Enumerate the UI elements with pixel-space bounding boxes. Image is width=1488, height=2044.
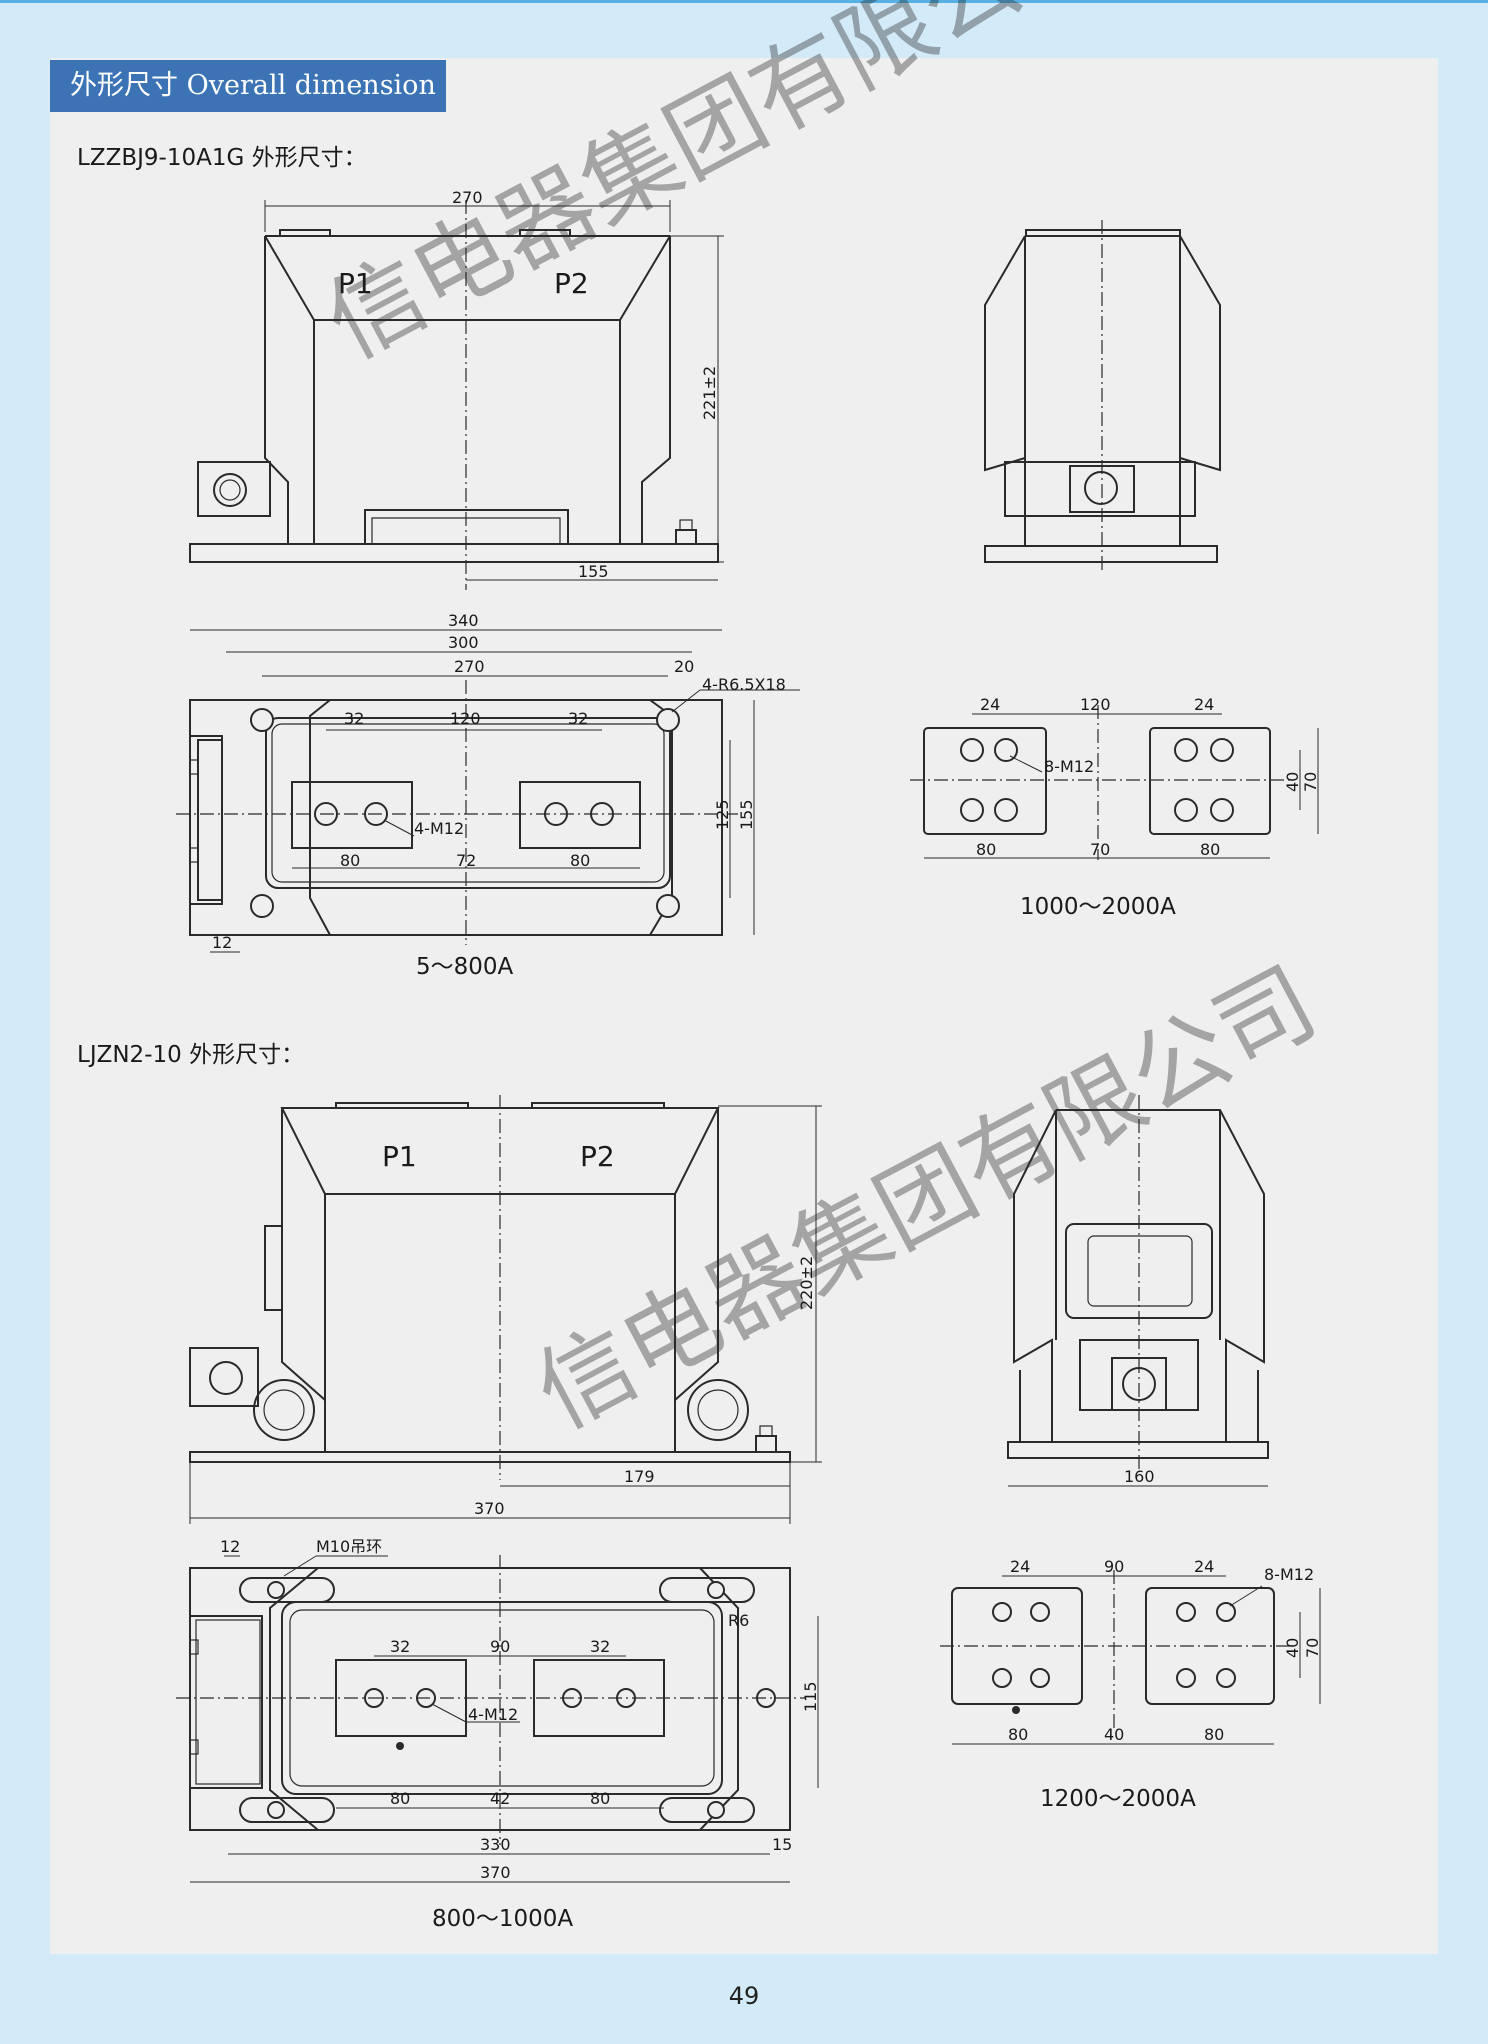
- dim-340: 340: [448, 611, 479, 630]
- dim-300: 300: [448, 633, 479, 652]
- dim-155: 155: [737, 799, 756, 830]
- alt-dim-40: 40: [1283, 1638, 1302, 1658]
- dim-125: 125: [713, 799, 732, 830]
- lzzbj9-side-view: [984, 220, 1221, 570]
- alt-dim-70b: 70: [1090, 840, 1110, 859]
- dim-32a: 32: [344, 709, 364, 728]
- svg-text:信电器集团有限公司: 信电器集团有限公司: [308, 0, 1123, 380]
- caption-1000-2000a: 1000～2000A: [1020, 894, 1176, 920]
- alt-dim-80a: 80: [976, 840, 996, 859]
- bolt-callout: 4-M12: [468, 1705, 518, 1724]
- section-header: 外形尺寸 Overall dimension: [50, 60, 446, 112]
- alt-dim-70: 70: [1303, 1638, 1322, 1658]
- dim-12: 12: [212, 933, 232, 952]
- dim-12: 12: [220, 1537, 240, 1556]
- caption-1200-2000a: 1200～2000A: [1040, 1786, 1196, 1812]
- terminal-p1-label: P1: [382, 1140, 417, 1173]
- terminal-p2-label: P2: [554, 267, 589, 300]
- dim-115: 115: [801, 1681, 820, 1712]
- dim-80b: 80: [570, 851, 590, 870]
- alt-dim-120: 120: [1080, 695, 1111, 714]
- r6-callout: R6: [728, 1611, 749, 1630]
- alt-dim-70: 70: [1301, 772, 1320, 792]
- ljzn2-alt-terminals: 24 90 24 8-M12 40 70 80 40 80 1200～2000A: [940, 1557, 1322, 1812]
- dim-80b: 80: [590, 1789, 610, 1808]
- dim-width: 270: [452, 188, 483, 207]
- dim-42: 42: [490, 1789, 510, 1808]
- dim-270: 270: [454, 657, 485, 676]
- dim-15: 15: [772, 1835, 792, 1854]
- terminal-p1-label: P1: [338, 267, 373, 300]
- model2-title: LJZN2-10 外形尺寸：: [77, 1042, 305, 1068]
- page-number: 49: [728, 1982, 760, 2010]
- dim-height: 221±2: [700, 366, 719, 420]
- caption-5-800a: 5～800A: [416, 954, 514, 980]
- dim-370: 370: [474, 1499, 505, 1518]
- dim-370: 370: [480, 1863, 511, 1882]
- ring-callout: M10吊环: [316, 1537, 382, 1556]
- caption-800-1000a: 800～1000A: [432, 1906, 573, 1932]
- alt-dim-40: 40: [1283, 772, 1302, 792]
- lzzbj9-plan-view: 340 300 270 20 4-R6.5X18 32 120 32 4-M12…: [176, 611, 800, 980]
- dim-32b: 32: [590, 1637, 610, 1656]
- bolt-callout: 4-M12: [414, 819, 464, 838]
- alt-dim-24a: 24: [980, 695, 1000, 714]
- dim-330: 330: [480, 1835, 511, 1854]
- ljzn2-plan-view: 12 M10吊环 R6 32 90 32 4-M12 115 80 42 80 …: [176, 1537, 820, 1932]
- alt-dim-80b: 80: [1204, 1725, 1224, 1744]
- alt-bolt-callout: 8-M12: [1264, 1565, 1314, 1584]
- dim-179: 179: [624, 1467, 655, 1486]
- dim-32b: 32: [568, 709, 588, 728]
- dim-80a: 80: [390, 1789, 410, 1808]
- lzzbj9-alt-terminals: 24 120 24 8-M12 40 70 80 70 80 1000～2000…: [910, 695, 1320, 920]
- alt-bolt-callout: 8-M12: [1044, 757, 1094, 776]
- alt-dim-80a: 80: [1008, 1725, 1028, 1744]
- alt-dim-40b: 40: [1104, 1725, 1124, 1744]
- alt-dim-80b: 80: [1200, 840, 1220, 859]
- alt-dim-24b: 24: [1194, 1557, 1214, 1576]
- alt-dim-90: 90: [1104, 1557, 1124, 1576]
- dim-160: 160: [1124, 1467, 1155, 1486]
- dim-height: 220±2: [797, 1256, 816, 1310]
- dim-32a: 32: [390, 1637, 410, 1656]
- terminal-p2-label: P2: [580, 1140, 615, 1173]
- dim-20: 20: [674, 657, 694, 676]
- dim-120: 120: [450, 709, 481, 728]
- dim-80a: 80: [340, 851, 360, 870]
- slot-callout: 4-R6.5X18: [702, 675, 786, 694]
- alt-dim-24a: 24: [1010, 1557, 1030, 1576]
- svg-text:信电器集团有限公司: 信电器集团有限公司: [518, 946, 1333, 1451]
- dim-offset: 155: [578, 562, 609, 581]
- model1-title: LZZBJ9-10A1G 外形尺寸：: [77, 145, 367, 171]
- top-rule: [0, 0, 1488, 3]
- ljzn2-front-view: P1 P2 220±2 179 370: [189, 1095, 822, 1524]
- alt-dim-24b: 24: [1194, 695, 1214, 714]
- dim-90: 90: [490, 1637, 510, 1656]
- ljzn2-side-view: 160: [1007, 1095, 1269, 1487]
- lzzbj9-front-view: P1 P2 270 221±2 155: [189, 188, 724, 590]
- dim-72: 72: [456, 851, 476, 870]
